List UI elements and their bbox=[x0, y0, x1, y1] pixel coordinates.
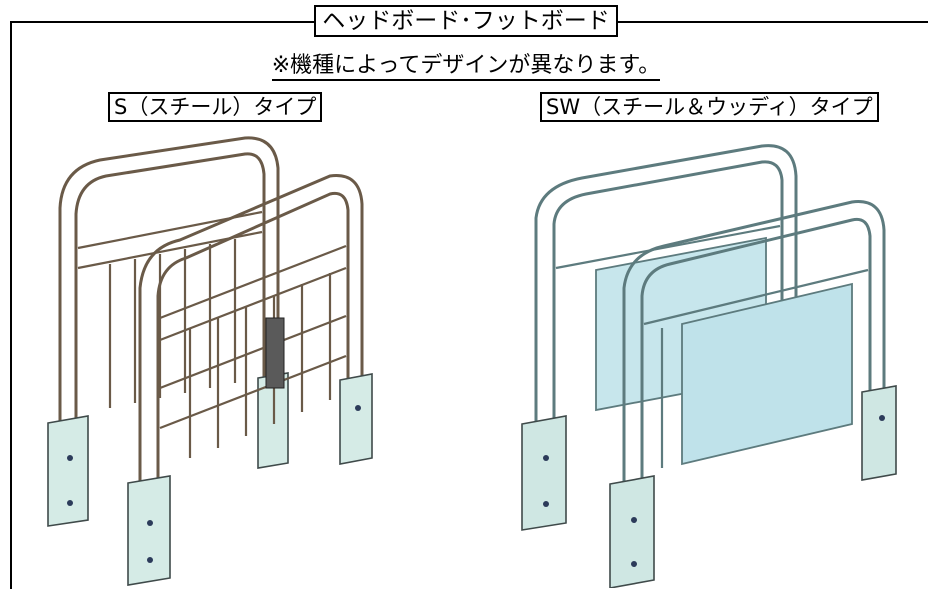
steel-woody-type-illustration bbox=[512, 128, 912, 589]
front-wood-panel bbox=[681, 282, 853, 466]
design-note: ※機種によってデザインが異なります。 bbox=[226, 52, 706, 81]
back-legs bbox=[521, 415, 567, 531]
front-legs bbox=[127, 317, 373, 586]
frame-top-left-line bbox=[10, 21, 314, 23]
front-frame bbox=[138, 174, 364, 488]
steel-headboard-drawing bbox=[47, 136, 373, 586]
steel-type-illustration bbox=[40, 128, 400, 588]
steel-woody-headboard-drawing bbox=[521, 144, 897, 589]
type-label-steel-woody: SW（スチール＆ウッディ）タイプ bbox=[540, 92, 879, 122]
front-frame bbox=[622, 200, 886, 488]
type-label-steel: S（スチール）タイプ bbox=[108, 92, 323, 122]
frame-left-line bbox=[10, 21, 12, 589]
frame-top-right-line bbox=[618, 21, 928, 23]
section-title: ヘッドボード･フットボード bbox=[314, 5, 618, 37]
front-legs bbox=[609, 385, 897, 589]
design-note-text: ※機種によってデザインが異なります。 bbox=[271, 53, 661, 81]
